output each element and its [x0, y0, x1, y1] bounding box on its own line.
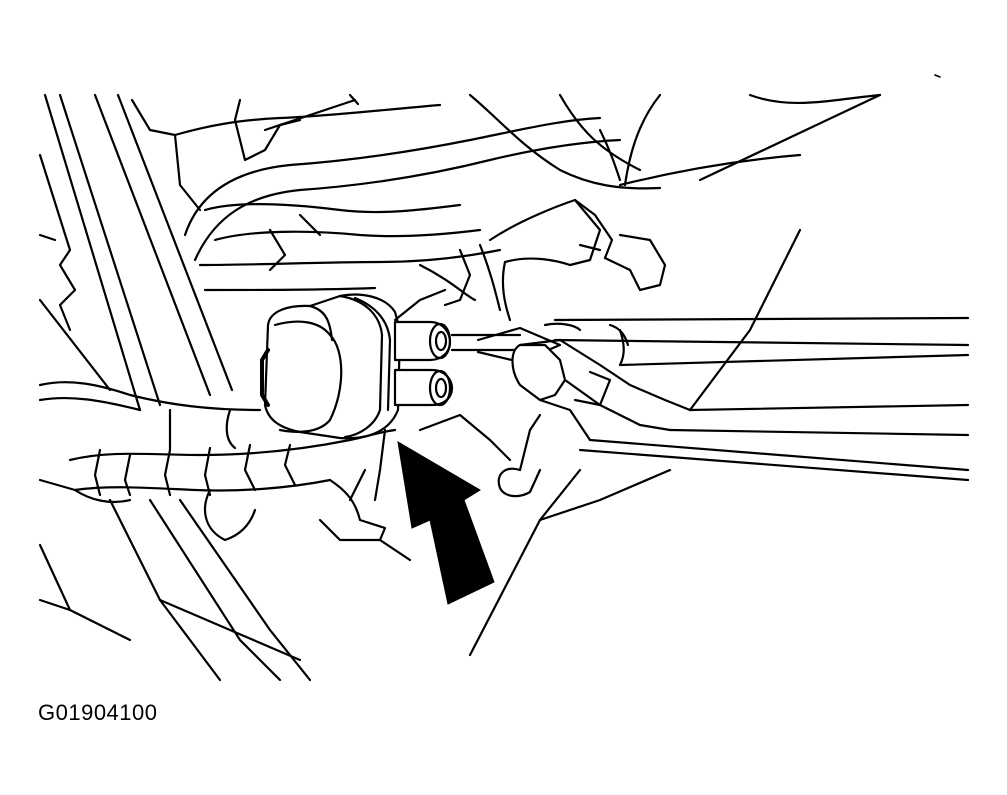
wiring-harness — [38, 381, 397, 542]
figure-code: G01904100 — [38, 700, 158, 725]
upper-hoses — [173, 74, 941, 272]
sensor-body — [260, 293, 402, 440]
middle-hoses — [198, 243, 512, 322]
upper-right-fitting — [488, 198, 667, 292]
sensor-ports — [393, 320, 454, 407]
mounting-bracket — [497, 338, 970, 498]
left-frame-rail — [38, 93, 234, 412]
vacuum-line — [450, 316, 970, 367]
lower-frame-lines — [38, 228, 802, 682]
location-arrow — [397, 441, 495, 605]
